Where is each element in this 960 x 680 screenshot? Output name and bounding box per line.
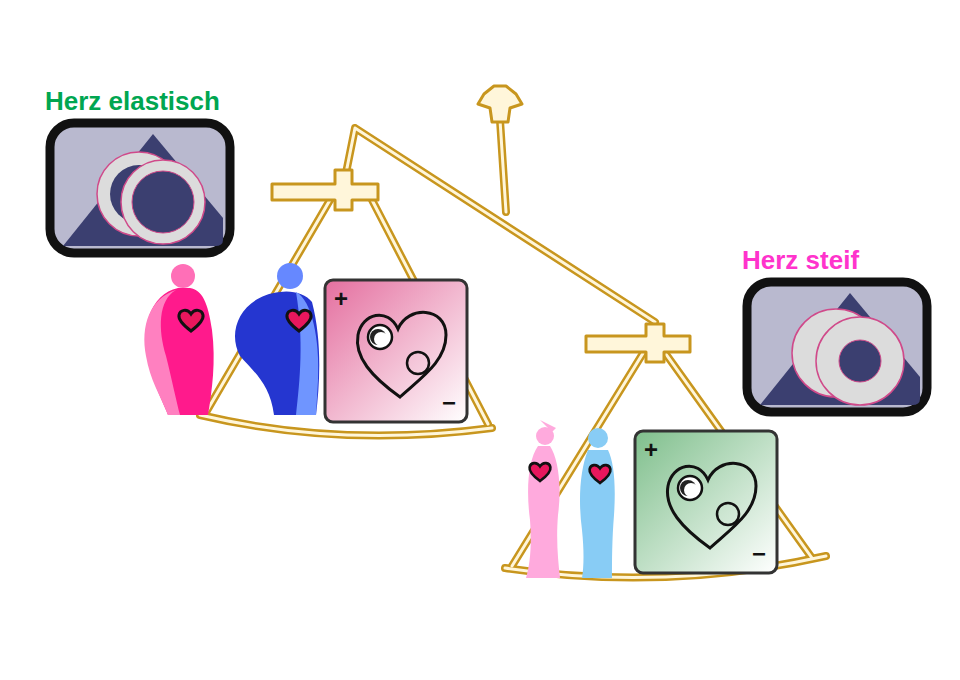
heart-icon-box: +−: [322, 277, 470, 425]
heading-label: Herz elastisch: [45, 86, 235, 116]
echo-screen: Herz elastisch: [45, 86, 235, 258]
echo-screen-picture: [45, 118, 235, 262]
echo-screen: Herz steif: [742, 245, 932, 417]
minus-sign: −: [752, 542, 766, 566]
minus-sign: −: [442, 391, 456, 415]
echo-screen-picture: [742, 277, 932, 421]
heart-icon-box: +−: [632, 428, 780, 576]
heading-label: Herz steif: [742, 245, 932, 275]
plus-sign: +: [644, 438, 658, 462]
plus-sign: +: [334, 287, 348, 311]
